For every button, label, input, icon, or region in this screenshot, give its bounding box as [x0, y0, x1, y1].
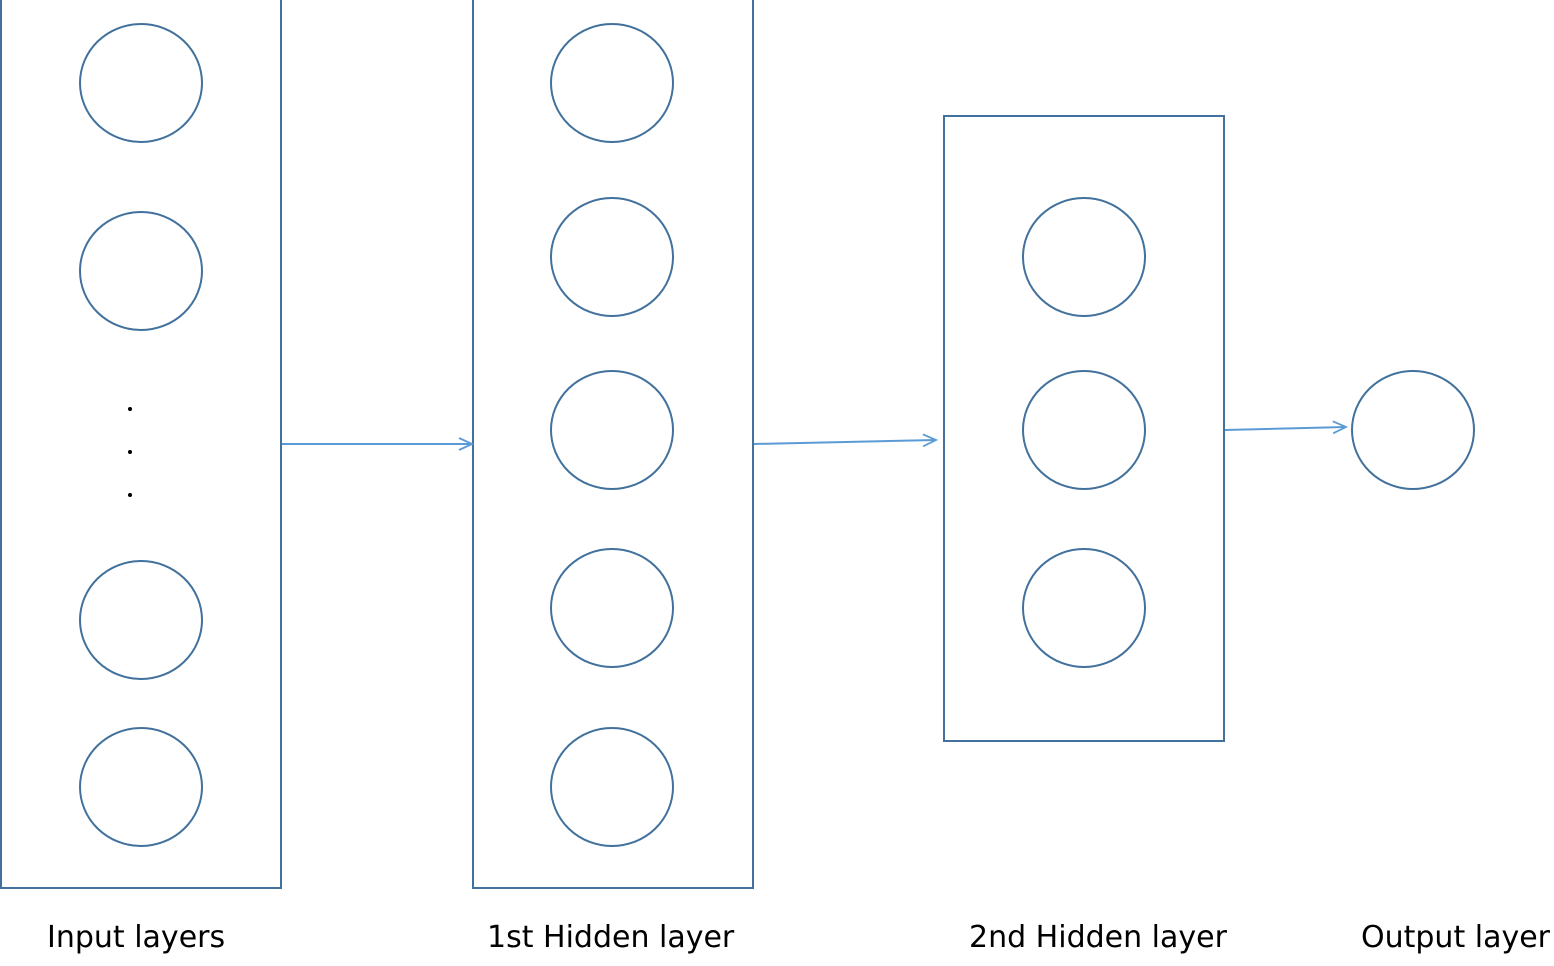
hidden-layer-2-label: 2nd Hidden layer: [969, 920, 1227, 955]
input-layer-label: Input layers: [47, 920, 226, 955]
hidden-layer-1: [472, 0, 754, 889]
output-layer: [1351, 370, 1475, 490]
hidden2-node: [1022, 197, 1146, 317]
arrow-hidden2-to-output: [1224, 427, 1346, 430]
hidden-layer-1-box: [472, 0, 754, 889]
arrow-hidden1-to-hidden2: [753, 440, 936, 444]
ellipsis-dots: [128, 407, 132, 497]
ellipsis-dot: [128, 407, 132, 411]
hidden1-node: [550, 548, 674, 668]
input-node: [79, 560, 203, 680]
hidden1-node: [550, 197, 674, 317]
output-layer-label: Output layer: [1361, 920, 1551, 955]
hidden1-node: [550, 23, 674, 143]
ellipsis-dot: [128, 450, 132, 454]
hidden-layer-1-label: 1st Hidden layer: [487, 920, 735, 955]
hidden2-node: [1022, 370, 1146, 490]
input-node: [79, 23, 203, 143]
hidden-layer-2: [943, 115, 1225, 742]
hidden-layer-2-box: [943, 115, 1225, 742]
output-node: [1351, 370, 1475, 490]
hidden1-node: [550, 727, 674, 847]
hidden2-node: [1022, 548, 1146, 668]
hidden1-node: [550, 370, 674, 490]
ellipsis-dot: [128, 493, 132, 497]
input-node: [79, 211, 203, 331]
input-layer: [0, 0, 282, 889]
input-node: [79, 727, 203, 847]
input-layer-box: [0, 0, 282, 889]
